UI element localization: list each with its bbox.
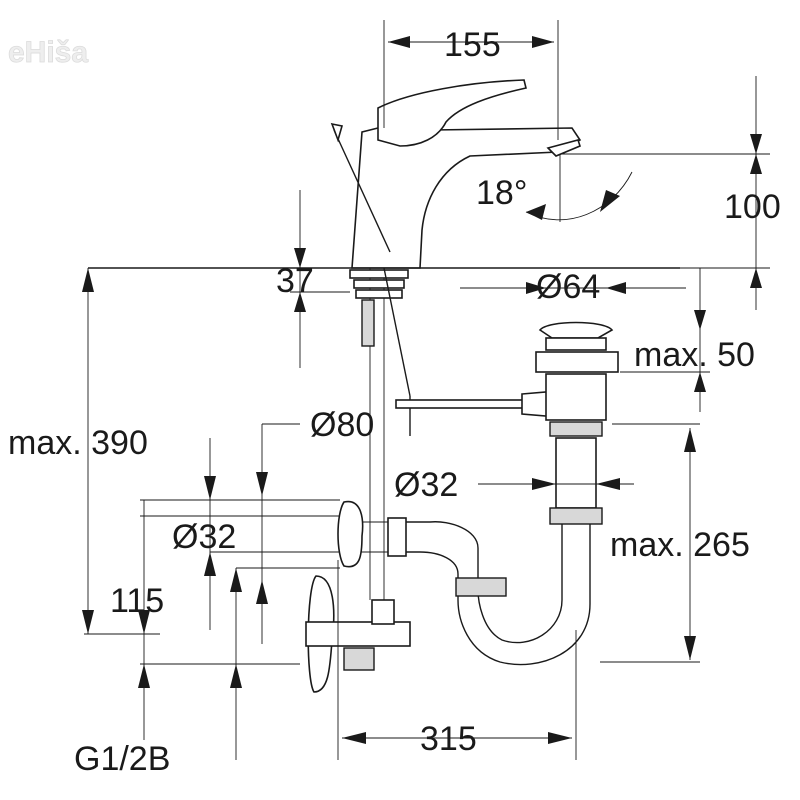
dim-drain-diameter: Ø64 [536, 268, 600, 306]
dim-wall-pipe-diameter: Ø32 [172, 518, 236, 556]
dim-spout-reach: 155 [444, 26, 501, 64]
dim-trap-max: max. 265 [610, 526, 750, 564]
trap-rosette [337, 500, 364, 568]
dim-drain-max: max. 50 [634, 336, 755, 374]
dim-trap-pipe-diameter: Ø32 [394, 466, 458, 504]
angle-valve [305, 575, 411, 693]
popup-linkage [383, 267, 553, 436]
dim-spout-angle: 18° [476, 174, 527, 212]
dim-deck-thickness: 37 [276, 262, 314, 300]
drain-assembly [535, 321, 619, 600]
dim-spout-height: 100 [724, 188, 781, 226]
dim-rosette-diameter: Ø80 [310, 406, 374, 444]
dim-connection: G1/2B [74, 740, 170, 778]
dim-projection: 315 [420, 720, 477, 758]
dimension-lines [84, 20, 770, 760]
faucet [330, 79, 582, 600]
dim-overall-max: max. 390 [8, 424, 148, 462]
mounting-nut [349, 269, 409, 347]
arrowheads [82, 36, 762, 744]
dim-wall-height: 115 [110, 582, 164, 620]
trap [340, 517, 591, 666]
watermark-logo: eHiša [8, 36, 88, 69]
